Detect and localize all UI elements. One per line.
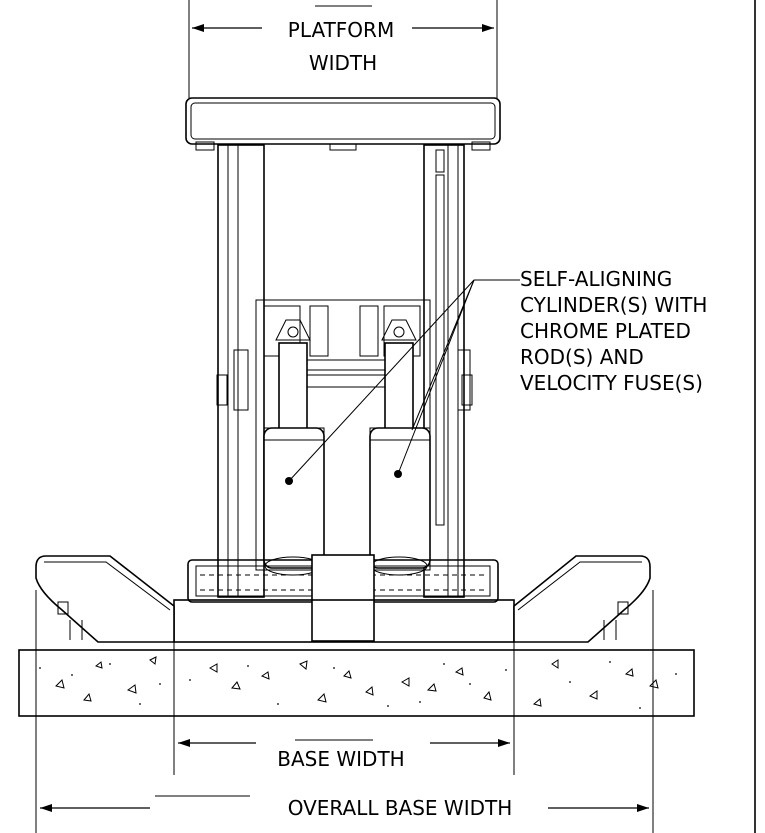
left-base-foot xyxy=(35,555,175,643)
base-frame xyxy=(173,554,515,643)
lift-frame xyxy=(216,144,473,598)
callout-line-3: CHROME PLATED xyxy=(520,319,691,343)
cylinder-right xyxy=(369,319,431,576)
overall-base-width-label: OVERALL BASE WIDTH xyxy=(288,796,513,820)
platform-width-label-line2: WIDTH xyxy=(309,51,377,75)
callout-line-2: CYLINDER(S) WITH xyxy=(520,293,707,317)
callout-line-5: VELOCITY FUSE(S) xyxy=(520,371,703,395)
platform xyxy=(185,97,501,151)
base-width-dimension: BASE WIDTH xyxy=(173,642,515,775)
callout-line-1: SELF-ALIGNING xyxy=(520,267,672,291)
platform-width-dimension: PLATFORM WIDTH xyxy=(188,0,498,98)
cylinder-callout-leaders xyxy=(288,279,520,482)
cylinder-left xyxy=(263,319,325,576)
cylinder-callout-text: SELF-ALIGNING CYLINDER(S) WITH CHROME PL… xyxy=(520,267,707,395)
concrete-slab xyxy=(18,649,695,717)
callout-line-4: ROD(S) AND xyxy=(520,345,644,369)
right-base-foot xyxy=(513,555,651,643)
overall-base-width-dimension: OVERALL BASE WIDTH xyxy=(35,590,654,833)
base-width-label: BASE WIDTH xyxy=(277,747,404,771)
platform-width-label-line1: PLATFORM xyxy=(288,18,394,42)
